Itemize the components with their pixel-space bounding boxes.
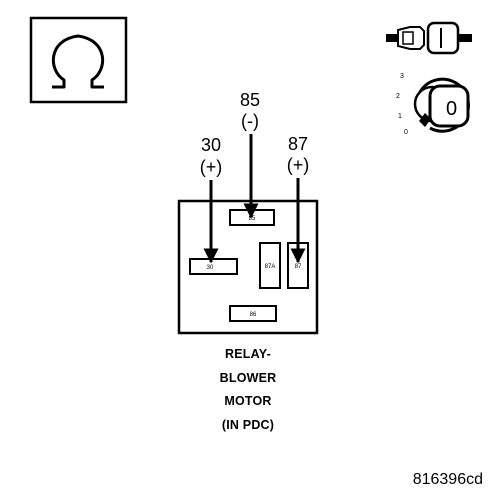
relay-caption-line-1: RELAY- [225, 347, 271, 361]
terminal-86: 86 [229, 305, 277, 322]
pin-85-sign: (-) [241, 111, 259, 131]
terminal-87A: 87A [259, 242, 281, 289]
pin-87-label: 87 [288, 134, 308, 154]
switch-position-0: 0 [404, 129, 408, 136]
pin-85-label: 85 [240, 90, 260, 110]
switch-position-2: 2 [396, 93, 400, 100]
relay-caption-line-2: BLOWER [220, 371, 277, 385]
pin-87-sign: (+) [287, 155, 310, 175]
svg-text:87: 87 [295, 264, 302, 270]
svg-text:85: 85 [249, 216, 256, 222]
terminal-30: 30 [189, 258, 238, 275]
relay-caption-line-4: (IN PDC) [222, 418, 274, 432]
ignition-key-icon: 0 3 2 1 0 [396, 73, 470, 136]
connector-icon [386, 21, 472, 55]
figure-id: 816396cd [413, 471, 483, 488]
svg-text:30: 30 [207, 265, 214, 271]
svg-text:87A: 87A [265, 264, 276, 270]
switch-position-1: 1 [398, 113, 402, 120]
svg-text:86: 86 [250, 312, 257, 318]
key-label: 0 [446, 98, 457, 120]
relay-caption-line-3: MOTOR [224, 394, 271, 408]
switch-position-3: 3 [400, 73, 404, 80]
relay-body [177, 199, 319, 335]
pin-30-sign: (+) [200, 157, 223, 177]
ohmmeter-icon [29, 16, 128, 104]
pin-30-label: 30 [201, 135, 221, 155]
